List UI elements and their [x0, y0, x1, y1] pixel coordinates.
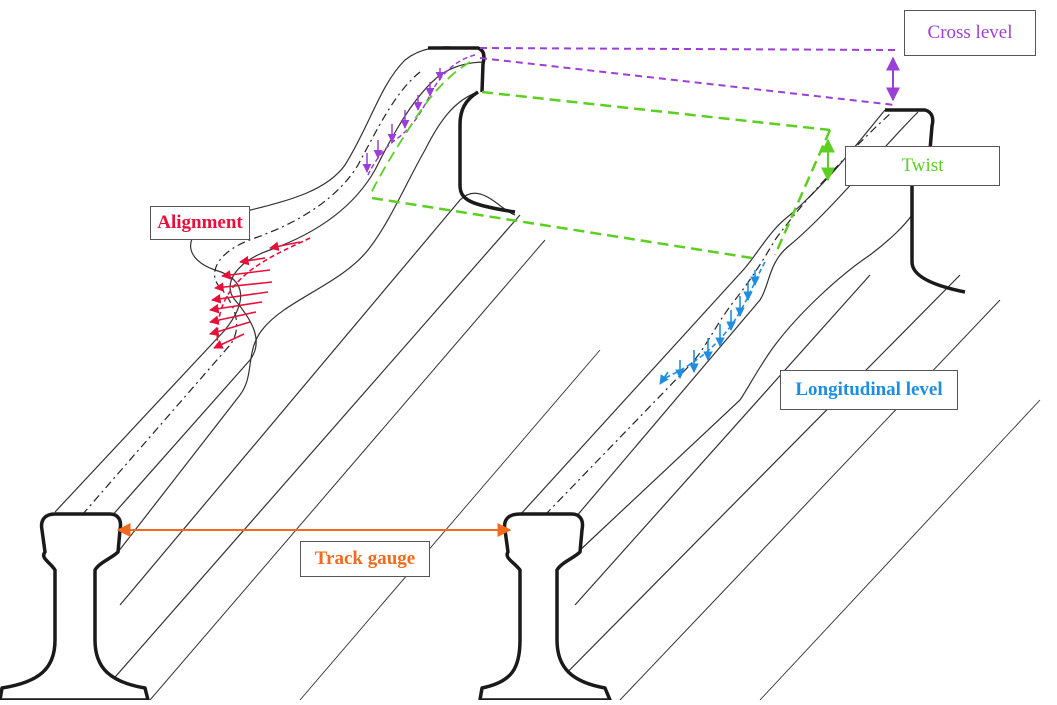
cross-level-text: Cross level — [927, 22, 1013, 43]
longitudinal-level-text: Longitudinal level — [795, 379, 943, 400]
alignment-label: Alignment — [150, 206, 250, 240]
right-rail — [519, 109, 1041, 701]
cross-level-indicator — [362, 47, 900, 176]
alignment-text: Alignment — [157, 212, 243, 233]
twist-indicator — [369, 61, 832, 260]
right-rail-far-profile — [885, 108, 966, 294]
track-gauge-label: Track gauge — [300, 541, 430, 577]
longitudinal-level-indicator — [659, 261, 766, 385]
cross-level-label: Cross level — [904, 10, 1036, 56]
left-rail-far-profile — [428, 46, 516, 214]
twist-label: Twist — [845, 146, 1000, 186]
longitudinal-level-label: Longitudinal level — [780, 370, 958, 410]
twist-text: Twist — [901, 155, 944, 176]
track-gauge-text: Track gauge — [314, 548, 416, 569]
right-rail-profile — [478, 512, 612, 702]
alignment-indicator — [209, 237, 311, 351]
